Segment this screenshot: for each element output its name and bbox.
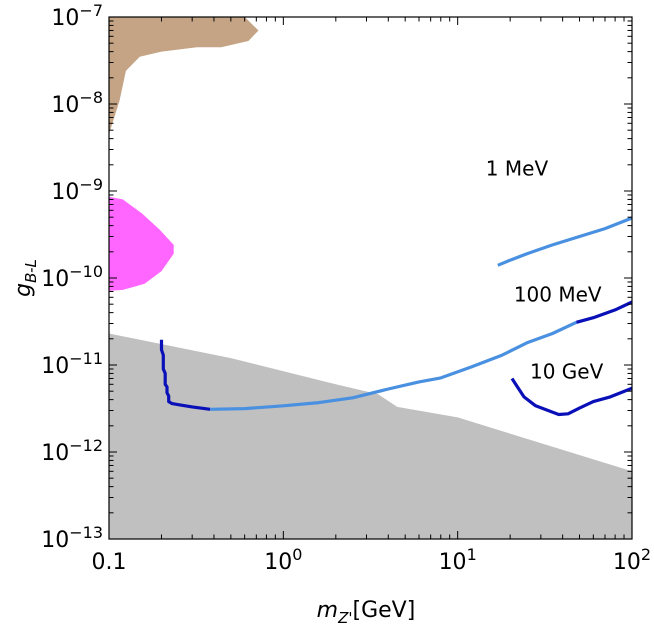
series-label-10-gev: 10 GeV (530, 359, 604, 383)
x-tick-label: 0.1 (92, 550, 127, 575)
x-tick-label: 100 (264, 545, 302, 575)
sensitivity-curves (159, 216, 633, 417)
excluded-regions (109, 17, 632, 539)
x-axis-label: mZ'[GeV] (317, 598, 416, 627)
curve-100-mev-segment-2 (210, 320, 578, 411)
x-tick-label: 102 (613, 545, 651, 575)
x-tick-label: 101 (439, 545, 477, 575)
series-label-1-mev: 1 MeV (486, 157, 549, 181)
curve-10-gev-segment-1 (510, 377, 633, 417)
excluded-region-1 (109, 333, 632, 539)
y-tick-label: 10−11 (41, 349, 103, 379)
y-tick-label: 10−7 (51, 1, 103, 31)
curve-100-mev-segment-3 (575, 300, 633, 324)
curve-1-mev-segment-1 (497, 216, 633, 267)
excluded-region-3 (109, 196, 174, 291)
y-axis-label: gB-L (11, 259, 40, 297)
y-tick-label: 10−8 (51, 88, 103, 118)
curve-100-mev-segment-1 (159, 339, 211, 411)
series-label-100-mev: 100 MeV (514, 282, 602, 306)
y-tick-label: 10−12 (41, 436, 103, 466)
curve-labels: 100 MeV 1 MeV 10 GeV (486, 157, 604, 384)
y-tick-label: 10−9 (51, 175, 103, 205)
y-tick-label: 10−10 (41, 262, 103, 292)
axis-ticks: 0.1 100 101 102 10−13 10−12 10−11 10−10 10−9 10−8… (41, 1, 651, 575)
y-tick-label: 10−13 (41, 523, 103, 553)
excluded-region-2 (109, 17, 259, 135)
